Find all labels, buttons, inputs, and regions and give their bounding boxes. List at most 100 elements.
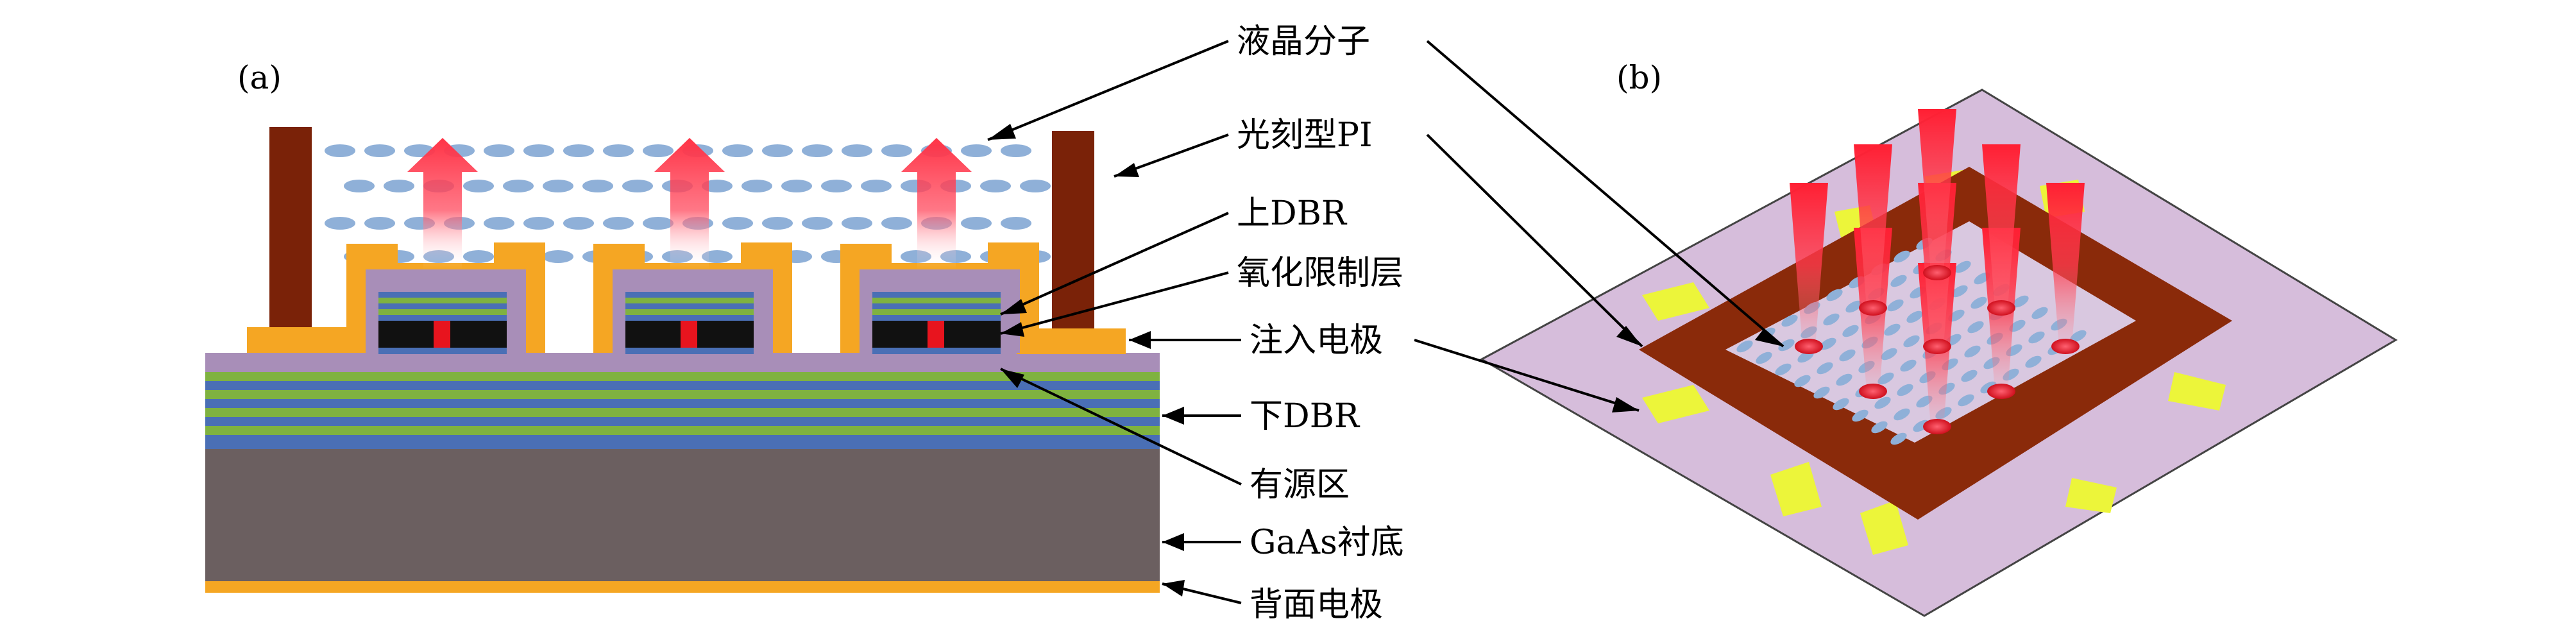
lc-molecule	[762, 144, 793, 157]
lc-molecule	[543, 250, 573, 263]
lc-molecule	[2028, 331, 2045, 344]
photoresist-pi-wall-left	[269, 127, 312, 327]
emission-spot	[1795, 339, 1823, 354]
lc-molecule	[1775, 363, 1792, 376]
lc-molecule	[722, 144, 753, 157]
beam-cone	[1790, 183, 1828, 346]
lc-molecule	[643, 144, 674, 157]
lc-molecule	[2025, 355, 2042, 368]
mesa	[593, 242, 792, 354]
lc-molecule	[1890, 275, 1907, 287]
emission-spot	[1923, 419, 1951, 434]
lc-molecule	[1881, 348, 1897, 361]
lc-molecule	[484, 144, 514, 157]
lc-molecule	[1980, 381, 1997, 394]
lc-molecule	[802, 144, 833, 157]
emission-spot	[1923, 265, 1951, 280]
emission-arrow	[901, 138, 972, 269]
lc-molecule	[582, 180, 613, 192]
lc-molecule	[1836, 373, 1852, 386]
lc-molecule	[643, 217, 674, 230]
lc-molecule	[1894, 408, 1910, 421]
lc-molecule	[463, 250, 494, 263]
passivation-layer	[205, 353, 1160, 372]
lc-molecule	[1894, 250, 1910, 263]
lc-molecule	[523, 144, 554, 157]
lc-molecule	[325, 144, 355, 157]
lc-molecule	[463, 180, 494, 192]
active-region	[872, 348, 1001, 354]
label-top-dbr: 上DBR	[1237, 194, 1348, 233]
lc-molecule	[722, 217, 753, 230]
lc-molecule	[2009, 319, 2026, 332]
label-back-electrode: 背面电极	[1250, 586, 1383, 624]
lc-molecule	[1842, 325, 1859, 337]
lc-molecule	[384, 180, 414, 192]
vcsel-beam	[1790, 183, 1828, 354]
emission-arrows	[407, 138, 972, 269]
lc-molecule	[1001, 217, 1031, 230]
lc-molecule	[1958, 394, 1974, 407]
lc-molecule	[1900, 359, 1917, 372]
top-dbr-layer	[625, 292, 754, 298]
emission-arrow	[654, 138, 725, 269]
lc-molecule	[1887, 299, 1904, 312]
lc-molecule	[1794, 375, 1811, 387]
vcsel-beam	[1854, 144, 1892, 316]
lc-molecule	[1970, 296, 1987, 309]
lc-molecule	[842, 144, 872, 157]
emission-spot	[1859, 384, 1887, 399]
lc-molecule	[1001, 144, 1031, 157]
lc-molecule	[1964, 345, 1981, 358]
lc-molecule	[1948, 309, 1965, 322]
top-dbr-layer	[625, 309, 754, 315]
top-dbr-layer	[625, 298, 754, 303]
label-active-region: 有源区	[1250, 466, 1350, 504]
lc-molecule	[1903, 335, 1920, 348]
lc-molecule	[1916, 395, 1933, 408]
lc-molecule	[603, 217, 634, 230]
top-dbr-layer	[378, 292, 507, 298]
lc-molecule	[1954, 260, 1971, 273]
lc-molecule	[1874, 396, 1891, 409]
oxide-aperture	[928, 321, 944, 348]
lc-molecule	[1884, 323, 1901, 336]
lc-molecule	[2012, 295, 2029, 308]
top-dbr-layer	[378, 315, 507, 321]
lc-molecule	[1736, 340, 1753, 353]
panel-b-3d-view: (b)	[1479, 59, 2398, 617]
lc-molecule	[563, 217, 594, 230]
lc-molecule	[563, 144, 594, 157]
top-dbr-layer	[872, 309, 1001, 315]
lc-molecule	[1813, 386, 1830, 399]
emission-beams	[1790, 109, 2085, 434]
oxide-aperture	[681, 321, 697, 348]
top-dbr-layer	[872, 292, 1001, 298]
lc-molecule	[1906, 310, 1923, 323]
top-dbr-layer	[625, 303, 754, 309]
back-electrode	[205, 581, 1160, 593]
lc-molecule	[881, 144, 912, 157]
lc-molecule	[1890, 432, 1907, 445]
mesa	[840, 242, 1039, 354]
lc-molecule	[1820, 337, 1836, 350]
emission-spot	[2051, 339, 2080, 354]
lc-molecule	[1833, 398, 1849, 411]
gaas-substrate	[205, 449, 1160, 581]
label-oxide-aperture: 氧化限制层	[1237, 254, 1403, 293]
lc-molecule	[1967, 321, 1984, 334]
panel-a-cross-section: (a)	[205, 59, 1160, 593]
label-injection-electrode: 注入电极	[1250, 321, 1383, 360]
active-region	[625, 348, 754, 354]
emission-spot	[1987, 300, 2015, 316]
lc-molecule	[484, 217, 514, 230]
beam-cone	[1854, 144, 1892, 308]
vcsel-beam	[2046, 183, 2085, 354]
lc-molecule	[762, 217, 793, 230]
lc-molecule	[1823, 313, 1840, 326]
lc-molecule	[1778, 339, 1795, 352]
lc-molecule	[1845, 300, 1862, 313]
lc-molecule	[861, 180, 892, 192]
lc-molecule	[802, 217, 833, 230]
callout-labels: 液晶分子 光刻型PI 上DBR 氧化限制层 注入电极 下DBR 有源区 GaAs…	[1237, 22, 1404, 624]
